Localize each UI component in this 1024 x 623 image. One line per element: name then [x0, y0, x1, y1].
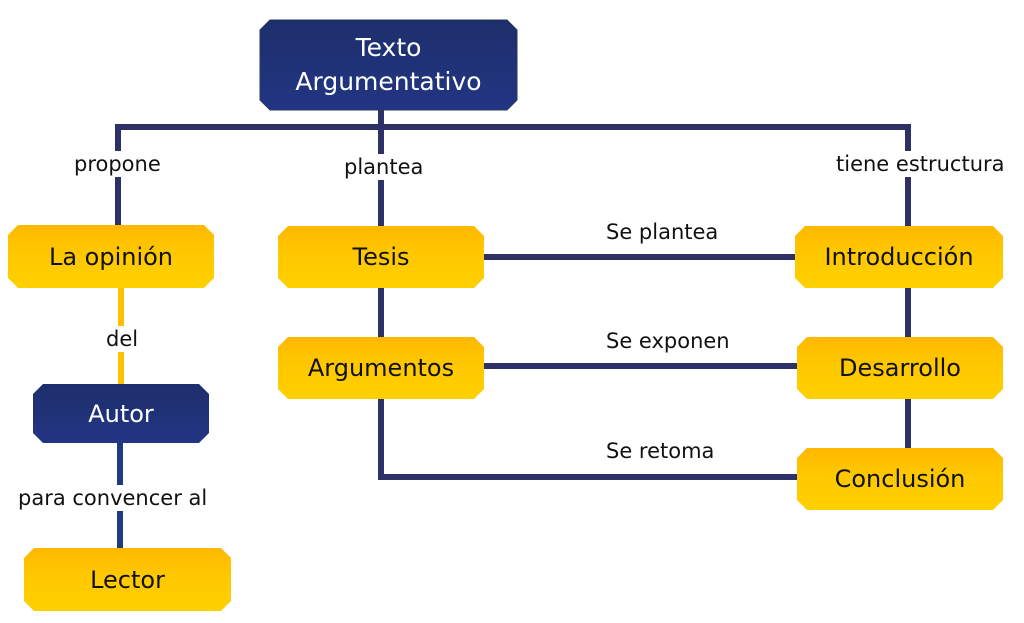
node-argumentos-label: Argumentos — [307, 354, 455, 382]
root-node-texto-argumentativo: Texto Argumentativo — [260, 20, 517, 110]
root-label-line1: Texto — [355, 33, 422, 62]
node-desarrollo-label: Desarrollo — [839, 354, 961, 382]
node-tesis-label: Tesis — [352, 243, 410, 271]
node-argumentos: Argumentos — [278, 337, 484, 399]
node-introduccion-label: Introducción — [824, 243, 974, 271]
edge-label-propone: propone — [72, 151, 163, 177]
edge-label-del: del — [104, 326, 141, 352]
node-introduccion: Introducción — [795, 226, 1003, 288]
edge-label-se-exponen: Se exponen — [604, 328, 732, 354]
node-lector-label: Lector — [90, 565, 165, 594]
edge-top-bus — [115, 124, 911, 226]
edge-se-retoma — [378, 399, 797, 480]
node-conclusion: Conclusión — [797, 448, 1003, 510]
node-conclusion-label: Conclusión — [834, 465, 966, 493]
node-la-opinion-label: La opinión — [48, 242, 174, 271]
edge-label-se-plantea: Se plantea — [604, 219, 721, 245]
node-la-opinion: La opinión — [8, 225, 214, 288]
node-desarrollo: Desarrollo — [797, 337, 1003, 399]
edge-label-plantea: plantea — [342, 154, 426, 180]
edge-label-se-retoma: Se retoma — [604, 438, 717, 464]
node-autor-label: Autor — [88, 399, 154, 428]
edge-label-tiene-estructura: tiene estructura — [834, 151, 1007, 177]
node-tesis: Tesis — [278, 226, 484, 288]
node-lector: Lector — [24, 548, 231, 611]
root-label-line2: Argumentativo — [295, 67, 482, 96]
node-autor: Autor — [33, 384, 209, 443]
edge-label-para-convencer: para convencer al — [16, 485, 210, 511]
